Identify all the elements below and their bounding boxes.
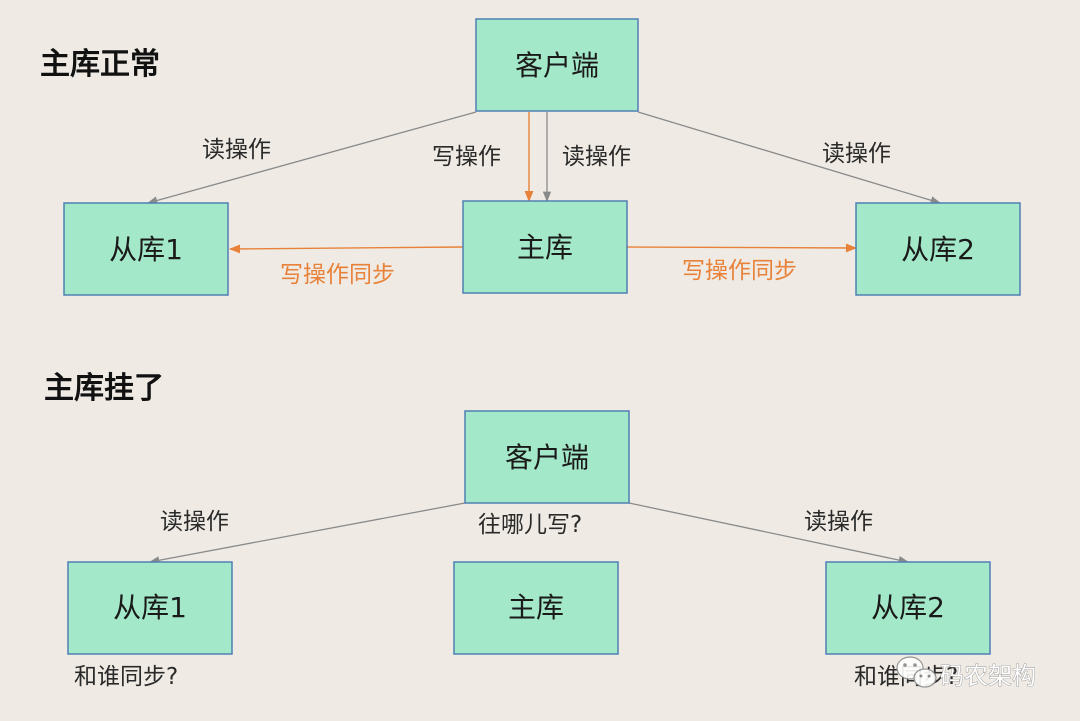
edge-master-to-slave2-sync bbox=[626, 243, 858, 253]
edge-master-to-slave1-sync bbox=[228, 244, 464, 254]
label-read-center: 读操作 bbox=[562, 144, 631, 170]
section-title-normal: 主库正常 bbox=[40, 47, 160, 82]
node-label: 从库1 bbox=[109, 233, 183, 266]
node-slave1-failed: 从库1 bbox=[67, 561, 233, 655]
edge-client-to-slave2-read bbox=[637, 111, 941, 205]
edge-client-to-slave1-read bbox=[146, 111, 477, 205]
label-read-left: 读操作 bbox=[202, 137, 271, 163]
label-sync-right: 写操作同步 bbox=[682, 258, 797, 284]
node-slave2-normal: 从库2 bbox=[855, 202, 1021, 296]
section-normal: 主库正常 客户端 主库 从库1 从库2 读操作 写操作 读操作 读操作 写操作同 bbox=[40, 18, 1021, 296]
node-label: 主库 bbox=[517, 231, 573, 264]
node-client-failed: 客户端 bbox=[464, 410, 630, 504]
node-label: 客户端 bbox=[515, 49, 599, 82]
node-slave1-normal: 从库1 bbox=[63, 202, 229, 296]
label-write-center: 写操作 bbox=[432, 144, 501, 170]
node-label: 客户端 bbox=[505, 441, 589, 474]
node-master-normal: 主库 bbox=[462, 200, 628, 294]
label-where-write: 往哪儿写? bbox=[478, 512, 582, 538]
label-sync-question-left: 和谁同步? bbox=[74, 664, 178, 690]
wechat-icon bbox=[896, 656, 937, 688]
edge-client-to-slave1-read bbox=[148, 502, 466, 565]
label-read-left: 读操作 bbox=[160, 509, 229, 535]
node-label: 从库1 bbox=[113, 591, 187, 624]
node-client-normal: 客户端 bbox=[475, 18, 639, 112]
node-label: 主库 bbox=[508, 591, 564, 624]
section-failed: 主库挂了 客户端 主库 从库1 从库2 读操作 读操作 往哪儿写? 和谁同步? … bbox=[44, 371, 991, 690]
node-label: 从库2 bbox=[901, 233, 975, 266]
node-master-failed: 主库 bbox=[453, 561, 619, 655]
watermark-text: 码农架构 bbox=[940, 662, 1036, 690]
watermark: 码农架构 bbox=[896, 656, 1036, 690]
node-label: 从库2 bbox=[871, 591, 945, 624]
section-title-failed: 主库挂了 bbox=[44, 371, 164, 406]
edge-client-to-slave2-read bbox=[628, 502, 910, 565]
label-sync-left: 写操作同步 bbox=[280, 262, 395, 288]
label-read-right: 读操作 bbox=[804, 509, 873, 535]
label-read-right: 读操作 bbox=[822, 141, 891, 167]
node-slave2-failed: 从库2 bbox=[825, 561, 991, 655]
